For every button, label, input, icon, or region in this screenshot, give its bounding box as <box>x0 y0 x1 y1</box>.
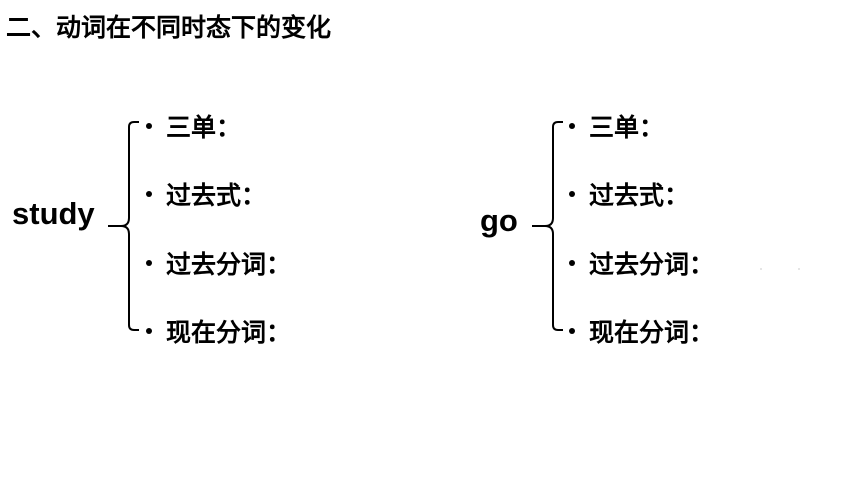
bullet-icon <box>146 260 152 266</box>
bullet-icon <box>569 260 575 266</box>
bullet-icon <box>146 123 152 129</box>
brace-study <box>108 121 139 331</box>
go-item-third-person: 三单： <box>569 108 664 144</box>
go-item-present-participle: 现在分词： <box>569 313 714 349</box>
study-item-past-tense: 过去式： <box>146 176 266 212</box>
go-item-past-tense: 过去式： <box>569 176 689 212</box>
verb-go: go <box>480 203 518 238</box>
faint-dots <box>760 268 800 272</box>
slide-title: 二、动词在不同时态下的变化 <box>6 13 332 42</box>
bullet-icon <box>569 123 575 129</box>
brace-go <box>532 121 563 331</box>
go-item-past-participle: 过去分词： <box>569 245 714 281</box>
bullet-icon <box>569 328 575 334</box>
bullet-icon <box>146 328 152 334</box>
study-item-past-participle: 过去分词： <box>146 245 291 281</box>
study-item-third-person: 三单： <box>146 108 241 144</box>
study-item-present-participle: 现在分词： <box>146 313 291 349</box>
bullet-icon <box>569 191 575 197</box>
bullet-icon <box>146 191 152 197</box>
verb-study: study <box>12 196 95 231</box>
